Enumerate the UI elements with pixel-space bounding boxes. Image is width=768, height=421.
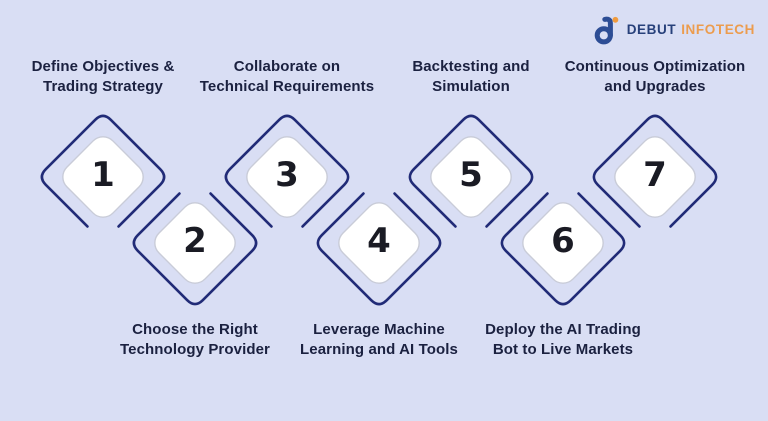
step-diamond-shape xyxy=(62,136,144,218)
step-outline-diamond xyxy=(40,114,166,228)
step-number: 5 xyxy=(459,155,483,195)
step-diamond-shape xyxy=(338,202,420,284)
step-outline-diamond xyxy=(592,114,718,228)
process-step-1: 1 xyxy=(40,114,166,228)
step-number: 2 xyxy=(183,221,207,261)
step-number: 4 xyxy=(367,221,391,261)
process-step-5: 5 xyxy=(408,114,534,228)
process-step-3: 3 xyxy=(224,114,350,228)
step-number: 1 xyxy=(91,155,115,195)
debut-infotech-logo-mark xyxy=(594,16,619,44)
logo-mark-dot xyxy=(612,16,619,23)
step-diamond-shape xyxy=(522,202,604,284)
step-number: 3 xyxy=(275,155,299,195)
step-diamond-shape xyxy=(246,136,328,218)
step-number: 6 xyxy=(551,221,575,261)
brand-logo: DEBUT INFOTECH xyxy=(593,14,755,46)
process-step-2: 2 xyxy=(132,192,258,306)
brand-name-secondary: INFOTECH xyxy=(681,22,755,38)
step-diamond-shape xyxy=(154,202,236,284)
step-outline-diamond xyxy=(224,114,350,228)
step-diamond-shape xyxy=(614,136,696,218)
step-diamond-shape xyxy=(430,136,512,218)
step-outline-diamond xyxy=(500,192,626,306)
step-outline-diamond xyxy=(408,114,534,228)
process-step-6: 6 xyxy=(500,192,626,306)
process-step-4: 4 xyxy=(316,192,442,306)
step-number: 7 xyxy=(643,155,667,195)
logo-mark-stem xyxy=(602,16,613,38)
brand-name-primary: DEBUT xyxy=(626,22,677,38)
step-outline-diamond xyxy=(316,192,442,306)
step-outline-diamond xyxy=(132,192,258,306)
process-step-7: 7 xyxy=(592,114,718,228)
